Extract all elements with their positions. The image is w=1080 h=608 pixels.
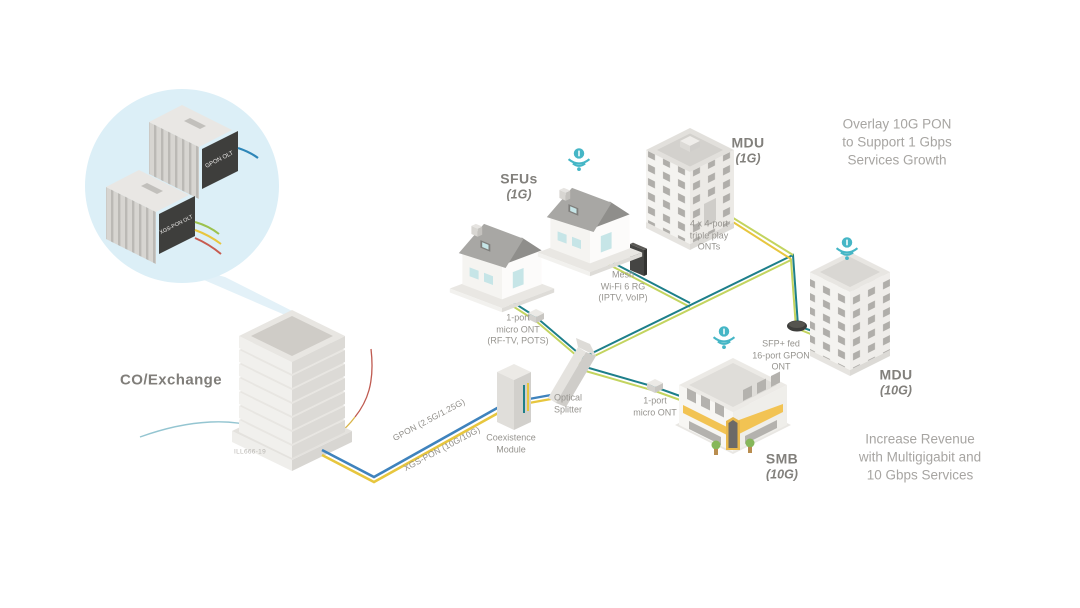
- micro-ont-sfu-label: 1-port micro ONT (RF-TV, POTS): [487, 312, 549, 346]
- co-exchange-building: [232, 310, 352, 471]
- co-exchange-label: CO/Exchange: [120, 371, 222, 389]
- xgs-fiber-yellow: [194, 229, 222, 245]
- illustration-id: ILL666-19: [234, 448, 266, 456]
- xgs-feeder-line: [321, 410, 501, 484]
- module-splitter-link-yellow: [528, 397, 552, 405]
- smb-building: [675, 358, 791, 455]
- mdu-1g-site-label: MDU (1G): [731, 134, 765, 166]
- module-splitter-link-blue: [528, 393, 552, 401]
- gpon-fiber: [237, 146, 259, 159]
- xgs-pon-olt-chassis: XGS-PON OLT: [106, 170, 222, 264]
- xgs-fiber-red: [194, 237, 222, 255]
- sfu-site-label: SFUs (1G): [500, 170, 538, 202]
- mdu-1g-building: [646, 128, 734, 250]
- micro-ont-smb-device: [647, 379, 663, 393]
- overlay-callout: Overlay 10G PON to Support 1 Gbps Servic…: [842, 116, 952, 167]
- triple-play-onts-label: 4 x 4-port triple play ONTs: [689, 218, 729, 252]
- sfu-house-1: [449, 223, 555, 313]
- red-swoosh-arc: [354, 348, 373, 418]
- mdu-10g-building: [810, 252, 890, 376]
- coexistence-module-label: Coexistence Module: [486, 432, 536, 454]
- sfp-ont-label: SFP+ fed 16-port GPON ONT: [752, 338, 810, 372]
- optical-splitter-label: Optical Splitter: [553, 392, 583, 414]
- wifi-6-icon: [567, 147, 591, 173]
- smb-site-label: SMB (10G): [765, 450, 799, 482]
- sfu-house-2: [537, 187, 643, 277]
- coexistence-module: [497, 364, 531, 430]
- mesh-rg-label: Mesh Wi-Fi 6 RG (IPTV, VoIP): [598, 269, 648, 303]
- optical-splitter: [548, 338, 596, 407]
- xgs-fiber-green: [194, 221, 220, 235]
- micro-ont-smb-label: 1-port micro ONT: [633, 395, 677, 417]
- co-roof-inset: [251, 316, 333, 356]
- wifi-6-icon: [712, 325, 736, 351]
- gpon-feeder-line: [321, 405, 500, 479]
- revenue-callout: Increase Revenue with Multigigabit and 1…: [858, 431, 982, 482]
- sfp-ont-device: [787, 320, 807, 332]
- gpon-olt-chassis: GPON OLT: [149, 105, 259, 199]
- mdu-10g-site-label: MDU (10G): [879, 366, 913, 398]
